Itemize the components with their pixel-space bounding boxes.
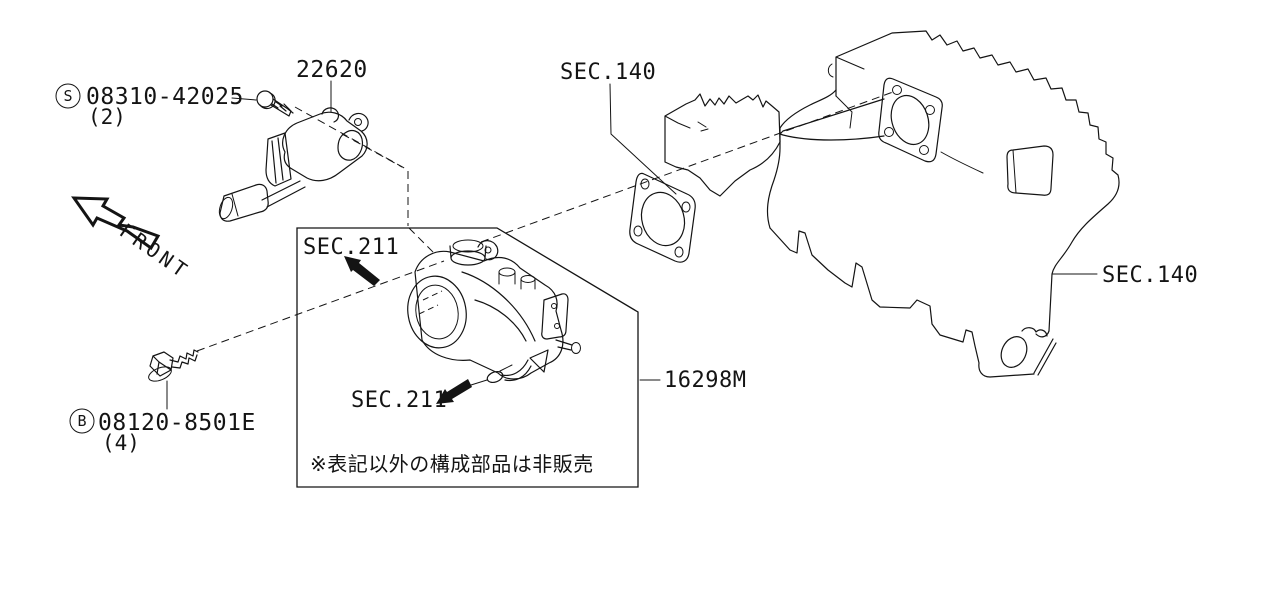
- front-arrow-icon: [71, 196, 161, 251]
- dashed-line-bolt-to-throttle: [196, 260, 445, 352]
- dashed-line-throttle-to-manifold: [480, 91, 894, 243]
- dashed-alignment-lines: [196, 91, 894, 352]
- label-screw-qty: (2): [88, 105, 126, 129]
- leader-line-sec140-top: [609, 83, 677, 195]
- bolt-ref-group: [69, 349, 199, 434]
- intake-manifold-drawing: [664, 30, 1120, 378]
- label-sec211-upper: SEC.211: [303, 235, 399, 260]
- screw-icon: [256, 90, 294, 117]
- label-front: FRONT: [115, 218, 194, 284]
- label-16298m: 16298M: [664, 368, 746, 393]
- label-sec140-top: SEC.140: [560, 60, 656, 85]
- label-bolt-qty: (4): [102, 431, 140, 455]
- label-screw-symbol: S: [63, 87, 72, 105]
- screw-ref-group: [55, 83, 294, 117]
- label-bolt-code: 08120-8501E: [98, 410, 256, 436]
- label-sec140-right: SEC.140: [1102, 263, 1198, 288]
- parts-restriction-box: [296, 227, 639, 488]
- label-22620: 22620: [296, 57, 368, 83]
- dashed-line-sensor-to-box: [341, 133, 403, 168]
- label-sec211-lower: SEC.211: [351, 388, 447, 413]
- front-arrow-shape: [71, 196, 161, 251]
- sensor-22620-drawing: [218, 107, 369, 222]
- dashed-line-screw-to-box: [294, 106, 407, 170]
- gasket-drawing: [629, 172, 696, 263]
- dashed-line-into-box: [408, 227, 435, 254]
- label-bolt-symbol: B: [77, 412, 86, 430]
- bolt-symbol-circle: [69, 408, 95, 434]
- screw-symbol-circle: [55, 83, 81, 109]
- leader-line-screw: [231, 97, 257, 101]
- label-note: ※表記以外の構成部品は非販売: [310, 452, 594, 476]
- bolt-icon: [148, 349, 199, 382]
- throttle-body-drawing: [407, 239, 581, 384]
- sec211-arrow-upper: [344, 256, 380, 286]
- leader-line-hose-arrow: [470, 379, 488, 386]
- sec211-arrow-lower: [436, 379, 472, 404]
- label-screw-code: 08310-42025: [86, 84, 244, 110]
